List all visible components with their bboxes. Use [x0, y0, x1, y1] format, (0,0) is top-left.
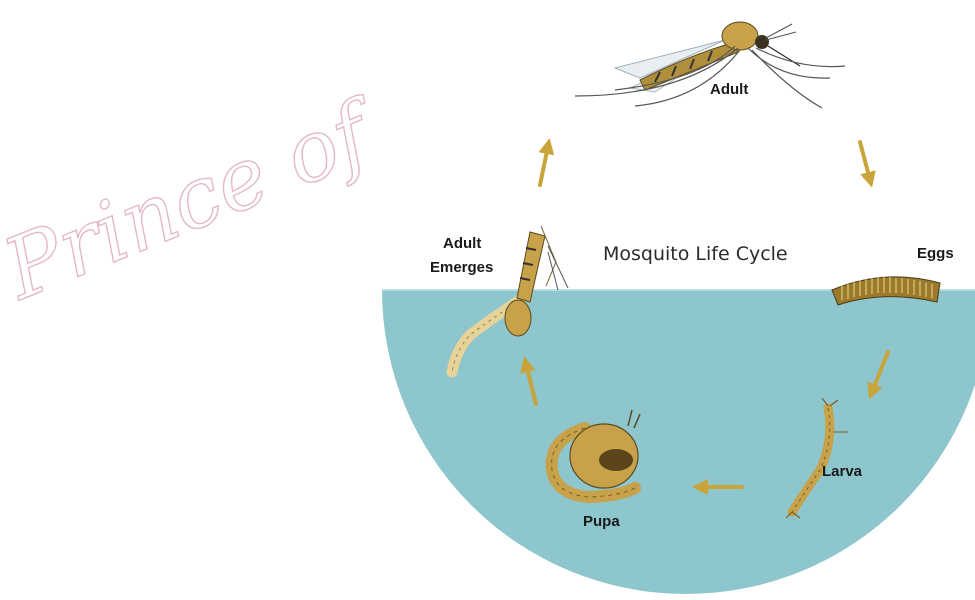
svg-text:Prince of: Prince of — [0, 79, 394, 319]
stage-label-eggs: Eggs — [917, 245, 954, 262]
stage-label-adult-emerges-line2: Emerges — [430, 259, 493, 276]
arrow-adult-to-eggs — [860, 142, 870, 180]
stage-label-adult-emerges-line1: Adult — [443, 235, 481, 252]
stage-label-larva: Larva — [822, 463, 863, 480]
stage-label-pupa: Pupa — [583, 513, 620, 530]
diagram-title: Mosquito Life Cycle — [603, 243, 788, 265]
stage-label-adult: Adult — [710, 81, 748, 98]
watermark: Prince of — [0, 79, 394, 319]
arrow-emerging-to-adult — [540, 146, 548, 185]
